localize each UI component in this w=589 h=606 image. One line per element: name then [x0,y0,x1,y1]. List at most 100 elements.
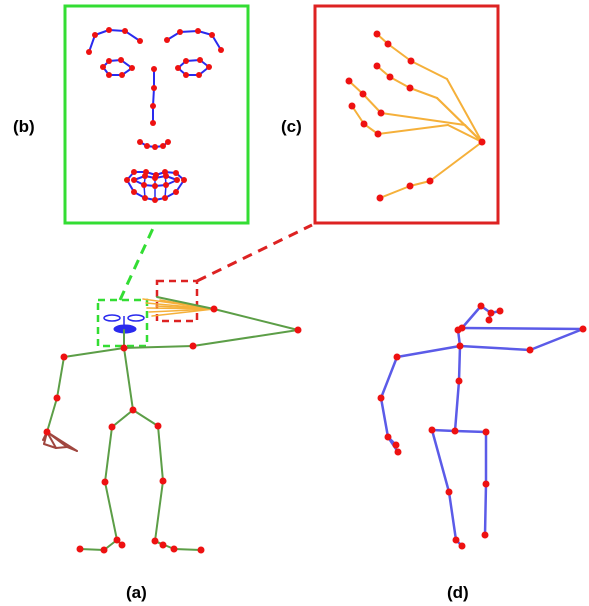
pose-joint [428,426,436,434]
face-landmark [142,195,148,201]
face-landmark [152,144,158,150]
pose-bone-edge [460,304,483,330]
pose-joint [456,342,464,350]
face-landmark [173,189,179,195]
finger-edge [380,112,466,126]
panel-label-a: (a) [126,583,147,602]
face-landmark [118,57,124,63]
face-landmark [177,29,183,35]
finger-edge [351,105,365,125]
body-joint [113,536,121,544]
hand-zoom-box [155,279,199,323]
face-landmark [183,72,189,78]
eyebrow-edge [88,34,96,53]
face-landmark [151,85,157,91]
pose-joint [496,307,504,315]
hand-landmark [406,182,414,190]
body-joint [120,344,128,352]
finger-edge [410,60,448,80]
hand-landmark [376,194,384,202]
full-body-skeleton [42,223,313,554]
face-landmark [195,28,201,34]
finger-edge [377,124,449,135]
body-joint [43,428,51,436]
face-landmark [137,38,143,44]
face-landmark [164,37,170,43]
face-landmark [124,177,130,183]
body-joint [210,305,218,313]
face-landmark [129,65,135,71]
left-hand-edge [66,446,78,452]
body-bone-edge [132,409,159,427]
pose-joint [482,480,490,488]
face-landmark [106,58,112,64]
foot-edge [173,548,202,551]
pose-joint [394,448,402,456]
pose-bone-edge [447,490,458,542]
pose-bone-edge [458,344,532,352]
body-joint [189,342,197,350]
pose-joint [482,428,490,436]
finger-edge [379,185,411,199]
face-landmark [162,195,168,201]
finger-edge [429,141,483,182]
hand-landmark [348,102,356,110]
body-bone-edge [156,296,215,310]
hand-landmark [384,40,392,48]
hand-zoom-connector [196,223,313,283]
panel-label-c: (c) [281,117,302,136]
pose-joint [451,427,459,435]
face-landmark [165,139,171,145]
eyebrow-edge [124,30,141,42]
pose-joint [526,346,534,354]
face-landmark [119,72,125,78]
hand-landmark [345,77,353,85]
finger-edge [389,76,411,89]
face-landmarks-panel [63,4,250,225]
pose-joint [454,326,462,334]
body-bone-edge [123,345,194,349]
pose-joint [445,488,453,496]
face-landmark [152,183,158,189]
face-landmark [106,72,112,78]
face-landmark [131,169,137,175]
face-zoom-connector [118,223,157,301]
pose-bone-edge [457,344,462,383]
hand-landmark [374,130,382,138]
body-bone-edge [104,426,113,483]
pose-bone-edge [379,355,399,400]
face-landmark [196,72,202,78]
pose-joint [377,394,385,402]
face-landmark [131,177,137,183]
face-landmark [144,143,150,149]
hand-landmark [377,109,385,117]
face-landmark [131,189,137,195]
hand-bone-edge [447,124,483,143]
face-landmark [137,139,143,145]
face-landmark [163,173,169,179]
foot-edge [79,548,105,551]
pose-bone-edge [453,429,488,434]
body-joint [197,546,205,554]
pose-bone-edge [379,396,390,439]
body-joint [159,541,167,549]
face-landmark [142,173,148,179]
pose-joint [487,309,495,317]
pose-joint [393,353,401,361]
body-bone-edge [192,329,299,347]
hand-landmark [406,84,414,92]
face-landmark [218,47,224,53]
hand-landmark [478,138,486,146]
mini-eye [103,314,121,322]
pose-bone-edge [528,327,585,352]
face-landmark [173,170,179,176]
body-joint [100,546,108,554]
hand-landmarks-panel [313,4,500,225]
hand-landmark [426,177,434,185]
face-landmark [150,103,156,109]
pose-joint [392,441,400,449]
body-joint [76,545,84,553]
body-joint [118,541,126,549]
panel-label-d: (d) [447,583,469,602]
face-landmark [100,64,106,70]
